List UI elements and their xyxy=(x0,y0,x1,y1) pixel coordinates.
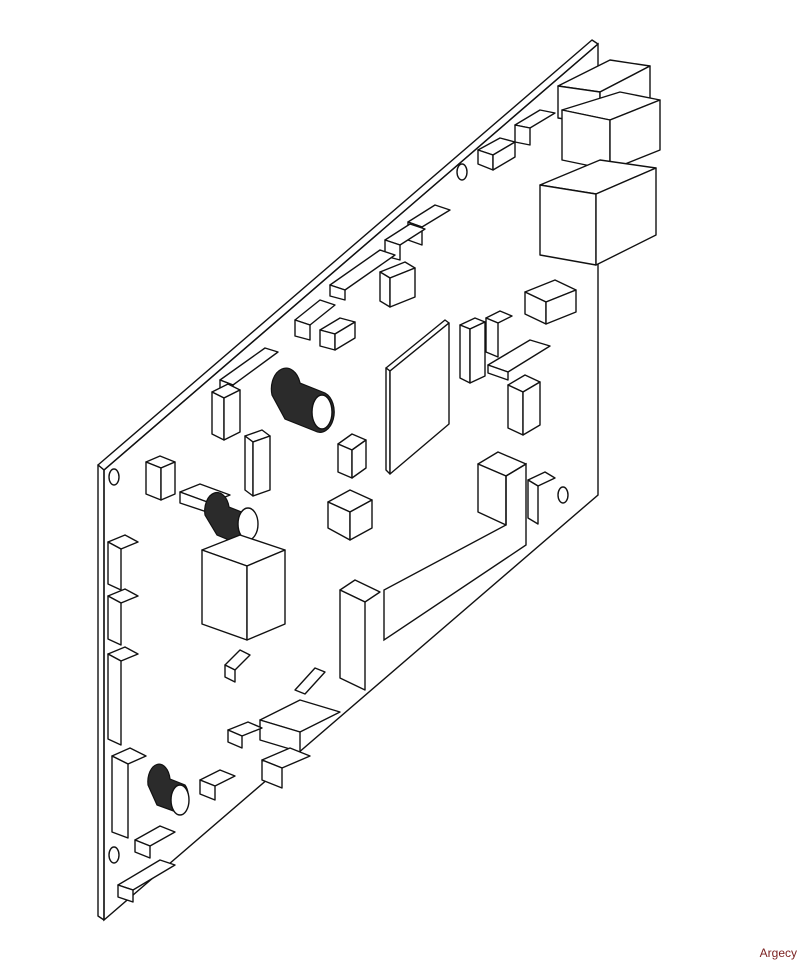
watermark-text: Argecy xyxy=(759,946,797,960)
header-strips-top xyxy=(219,109,556,396)
transformer-blocks xyxy=(201,489,373,789)
left-edge-components xyxy=(107,534,176,903)
mounting-holes xyxy=(108,163,569,864)
capacitors xyxy=(147,367,335,816)
right-connectors xyxy=(459,310,556,525)
lower-connectors xyxy=(199,649,326,801)
processor-chip xyxy=(385,319,450,475)
board-outline xyxy=(97,39,599,922)
rj-connector-blocks xyxy=(539,59,661,266)
slot-connector xyxy=(339,451,527,691)
